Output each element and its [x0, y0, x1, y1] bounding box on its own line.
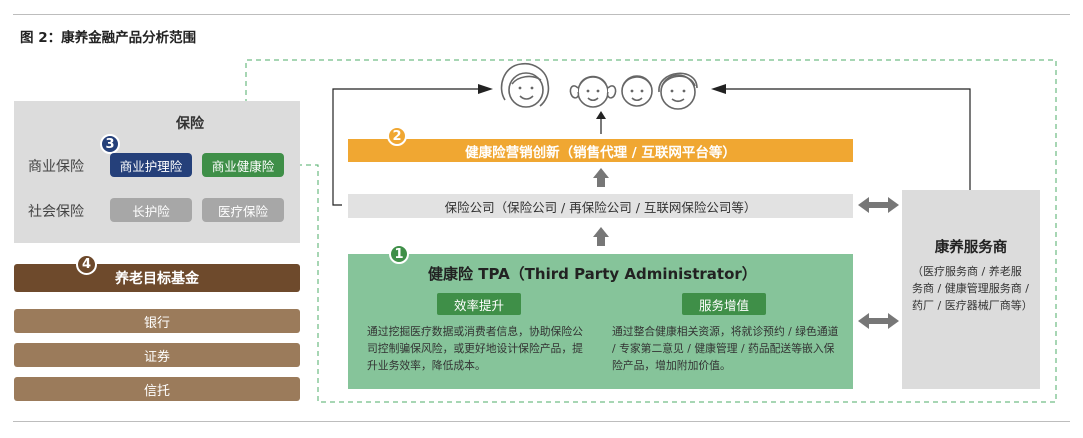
badge-3: 3: [100, 134, 120, 154]
family-icon: [500, 62, 698, 110]
tpa-title: 健康险 TPA（Third Party Administrator）: [428, 265, 757, 283]
badge-2: 2: [387, 126, 407, 146]
insurance-companies-bar[interactable]: 保险公司（保险公司 / 再保险公司 / 互联网保险公司等）: [348, 194, 853, 218]
top-rule: [13, 14, 1070, 15]
arrow-up-icon: [593, 227, 609, 246]
fund-item-trust[interactable]: 信托: [14, 377, 300, 401]
dashed-connector: [245, 59, 1057, 403]
commercial-care-insurance[interactable]: 商业护理险: [110, 153, 192, 177]
service-description: 通过整合健康相关资源，将就诊预约 / 绿色通道 / 专家第二意见 / 健康管理 …: [612, 325, 839, 372]
pension-fund-header[interactable]: 养老目标基金: [14, 264, 300, 292]
left-arrowhead: [478, 84, 493, 94]
service-provider-title: 康养服务商: [934, 240, 1008, 256]
badge-4: 4: [76, 254, 97, 275]
medical-insurance[interactable]: 医疗保险: [202, 198, 284, 222]
figure-title: 图 2：康养金融产品分析范围: [20, 30, 197, 46]
marketing-innovation-bar[interactable]: 健康险营销创新（销售代理 / 互联网平台等）: [348, 139, 853, 162]
efficiency-description: 通过挖掘医疗数据或消费者信息，协助保险公司控制骗保风险，或更好地设计保险产品，提…: [367, 325, 583, 372]
commercial-health-insurance[interactable]: 商业健康险: [202, 153, 284, 177]
service-provider-panel: [902, 190, 1040, 389]
service-tag[interactable]: 服务增值: [682, 293, 766, 315]
badge-1: 1: [389, 244, 409, 264]
insurance-companies-label: 保险公司（保险公司 / 再保险公司 / 互联网保险公司等）: [444, 199, 757, 215]
double-arrow-icon: [858, 197, 899, 213]
tpa-panel: [348, 254, 853, 389]
long-term-care-insurance[interactable]: 长护险: [110, 198, 192, 222]
fund-item-securities[interactable]: 证券: [14, 343, 300, 367]
right-arrow-line: [726, 88, 971, 190]
insurance-panel-title: 保险: [176, 116, 204, 132]
service-provider-description: （医疗服务商 / 养老服务商 / 健康管理服务商 / 药厂 / 医疗器械厂商等）: [912, 265, 1033, 312]
left-arrow-line: [332, 88, 478, 206]
bottom-rule: [13, 421, 1070, 422]
fund-item-bank[interactable]: 银行: [14, 309, 300, 333]
double-arrow-icon: [858, 313, 899, 329]
right-arrowhead: [711, 84, 726, 94]
arrow-up-icon: [593, 168, 609, 187]
social-insurance-label: 社会保险: [28, 204, 84, 220]
commercial-insurance-label: 商业保险: [28, 159, 84, 175]
marketing-innovation-label: 健康险营销创新（销售代理 / 互联网平台等）: [465, 144, 736, 161]
pension-fund-title: 养老目标基金: [115, 271, 199, 287]
efficiency-tag[interactable]: 效率提升: [437, 293, 521, 315]
